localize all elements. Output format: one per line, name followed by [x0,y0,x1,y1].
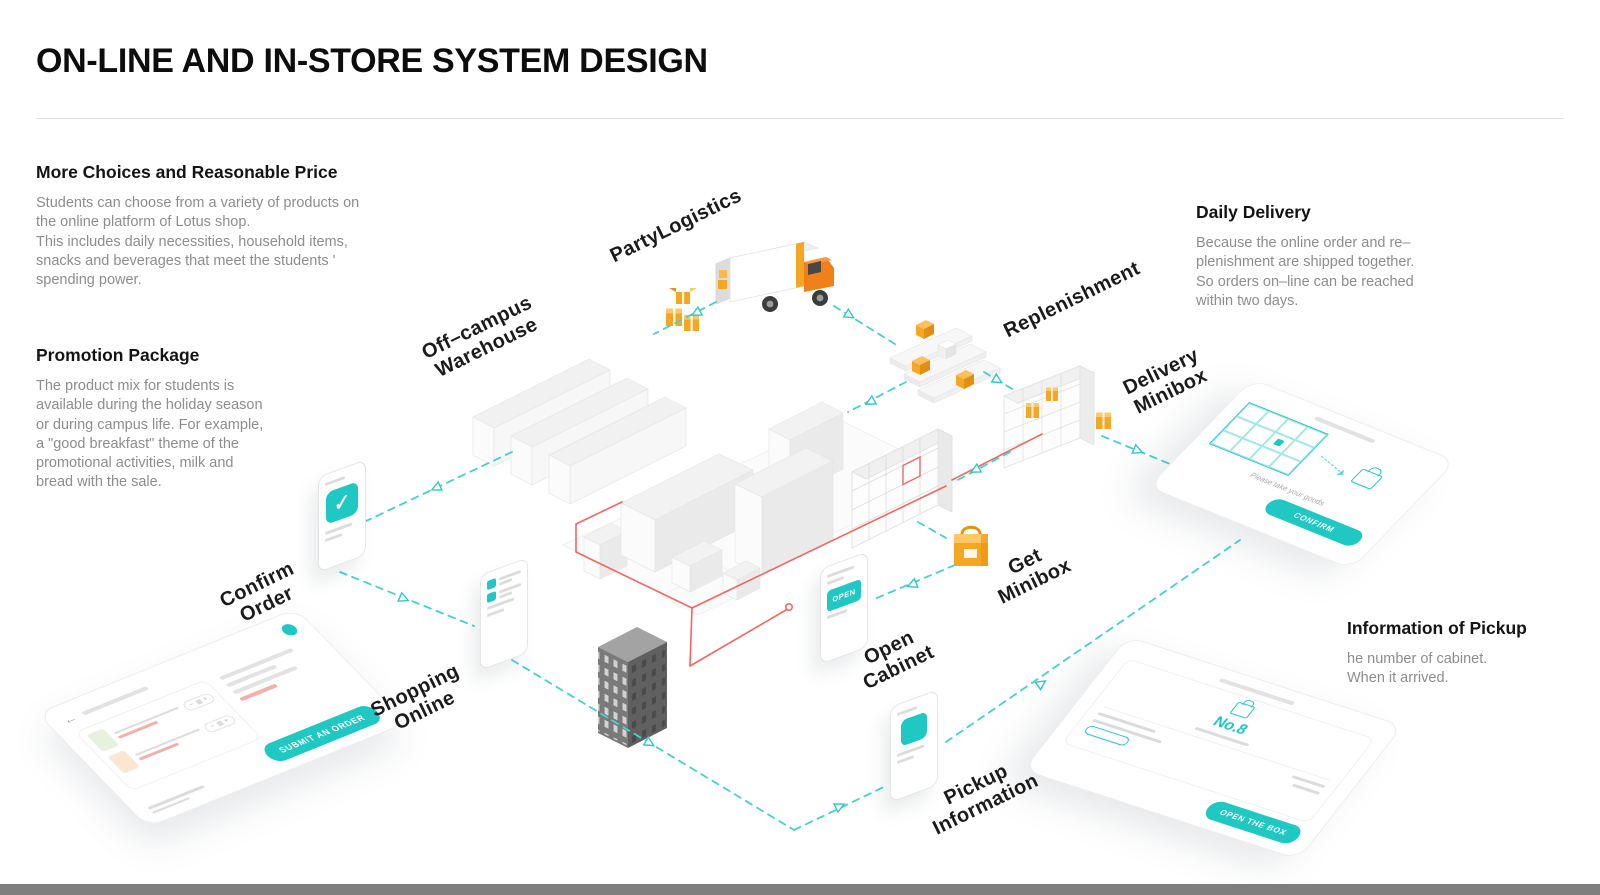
route-endpoint-dot [784,602,793,611]
parcel-boxes-illustration [666,288,699,331]
box-handle-icon [960,525,982,535]
text-skeleton [897,755,914,765]
quantity-stepper[interactable]: − + [201,713,238,734]
highlighted-cabinet-cell [902,455,921,486]
flow-arrow-icon [906,577,919,588]
page-title: ON-LINE AND IN-STORE SYSTEM DESIGN [36,42,708,80]
section-heading: Promotion Package [36,345,200,365]
text-skeleton [325,475,346,487]
flow-arrow-icon [397,591,410,602]
parcel-box-icon [956,370,974,389]
text-skeleton [827,576,844,586]
shopping-online-phone [480,557,528,671]
pickup-information-phone [890,689,938,803]
parcel-box-icon [1096,412,1111,429]
section-more-choices: More Choices and Reasonable Price Studen… [36,162,436,290]
parcel-box-icon [916,320,934,339]
section-promotion-package: Promotion Package The product mix for st… [36,345,336,493]
parcel-box-icon [912,356,930,375]
dashed-arrow-icon [1321,455,1345,475]
warehouse-illustration [472,358,687,505]
selected-cell-icon [1272,438,1285,447]
flow-arrow-icon [842,307,855,319]
section-body: Students can choose from a variety of pr… [36,195,360,289]
locker-cabinet-illustration [850,428,954,549]
parcel-box-icon [1026,387,1058,418]
replenishment-pallets-illustration [889,320,1001,404]
flow-arrow-icon [430,480,444,491]
flow-arrow-icon [1034,679,1047,692]
section-body: he number of cabinet. When it arrived. [1347,651,1488,687]
section-body: Because the online order and re– plenish… [1196,235,1415,309]
notification-tile [901,711,927,747]
flow-arrow-icon [832,803,846,814]
get-minibox-illustration [954,525,988,566]
flow-arrow-icon [1131,443,1144,454]
quantity-stepper[interactable]: − + [180,691,217,712]
flow-arrow-icon [864,394,878,405]
section-daily-delivery: Daily Delivery Because the online order … [1196,202,1471,311]
minibox-icon [1350,467,1384,490]
route-red-lines [575,433,1043,667]
section-information-of-pickup: Information of Pickup he number of cabin… [1347,618,1567,689]
pickup-detail-rows [1091,712,1326,795]
dark-building-illustration [598,627,667,748]
shop-avatar [278,622,301,638]
section-heading: More Choices and Reasonable Price [36,162,338,182]
minus-icon[interactable]: − [207,722,217,730]
title-divider [36,118,1564,119]
flow-arrow-icon [642,735,656,747]
section-heading: Daily Delivery [1196,202,1311,222]
product-thumb-icon [487,590,496,604]
bottom-strip [0,884,1600,895]
checkmark-icon: ✓ [326,481,358,525]
campus-buildings-illustration [583,401,844,601]
truck-window [808,261,821,275]
flow-arrow-icon [990,372,1004,384]
minus-icon[interactable]: − [186,700,196,708]
flow-arrows [397,305,1144,814]
section-heading: Information of Pickup [1347,618,1527,638]
plus-icon[interactable]: + [221,717,231,725]
minibox-icon [1229,701,1256,719]
qty-skeleton [194,698,203,705]
delivery-minibox-cabinet-illustration [1002,365,1111,469]
flow-arrow-icon [690,305,704,316]
qty-skeleton [215,720,224,727]
flow-arrow-icon [969,462,983,473]
back-arrow-icon[interactable]: ← [58,711,81,727]
open-cabinet-phone: OPEN [820,551,868,665]
text-skeleton [325,533,342,543]
delivery-truck-illustration [715,241,834,312]
plus-icon[interactable]: + [200,695,210,703]
product-thumb-icon [487,577,496,591]
parcel-box-icon [937,339,957,360]
text-skeleton [487,608,504,618]
confirm-order-phone: ✓ [318,459,366,573]
section-body: The product mix for students is availabl… [36,378,264,491]
open-button[interactable]: OPEN [827,578,861,613]
